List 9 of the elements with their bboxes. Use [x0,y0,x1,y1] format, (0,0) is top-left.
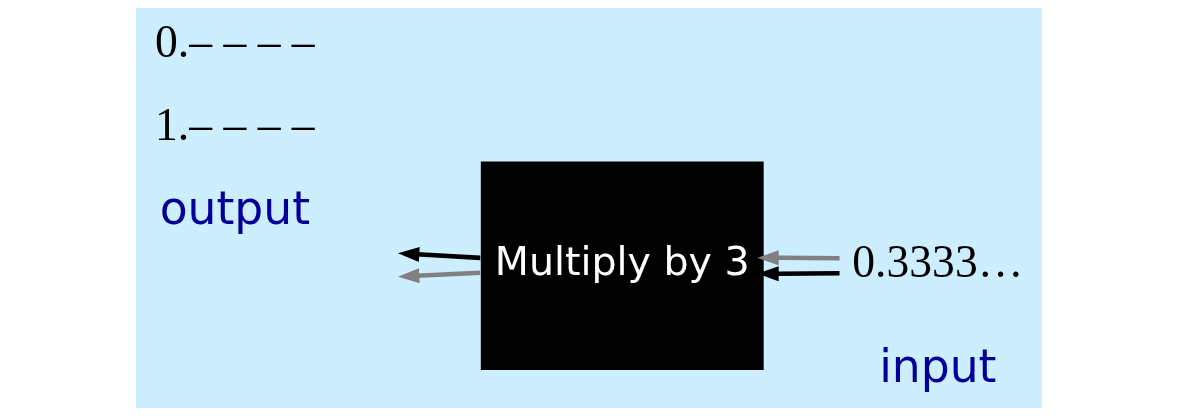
arrow [397,247,481,262]
node-text: 0.3333… [852,236,1024,288]
arrow [757,250,840,266]
label: input [879,340,997,394]
node-text: 0.– – – – [155,15,315,67]
arrow [397,268,481,284]
label: output [159,181,311,235]
node-box: Multiply by 3 [480,161,764,370]
node-text: 1.– – – – [155,99,315,151]
